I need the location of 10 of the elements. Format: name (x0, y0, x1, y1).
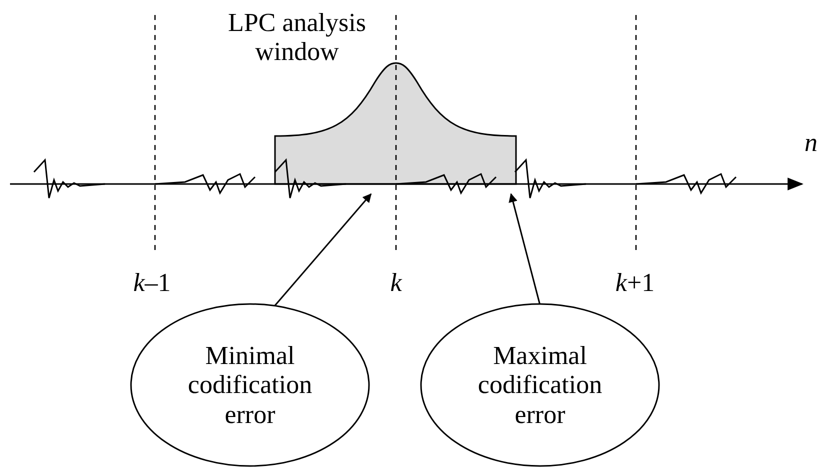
leader-arrow (508, 193, 541, 306)
callout-text: Minimal codification error (186, 341, 314, 429)
leader-arrow (273, 193, 372, 308)
frame-index-label: k–1 (133, 268, 171, 298)
time-axis (10, 178, 804, 190)
axis-label: n (804, 128, 818, 158)
frame-index-label: k+1 (615, 268, 655, 298)
callout-text: Maximal codification error (476, 341, 604, 429)
frame-index-label: k (390, 268, 402, 298)
window-label: LPC analysis window (227, 8, 367, 66)
